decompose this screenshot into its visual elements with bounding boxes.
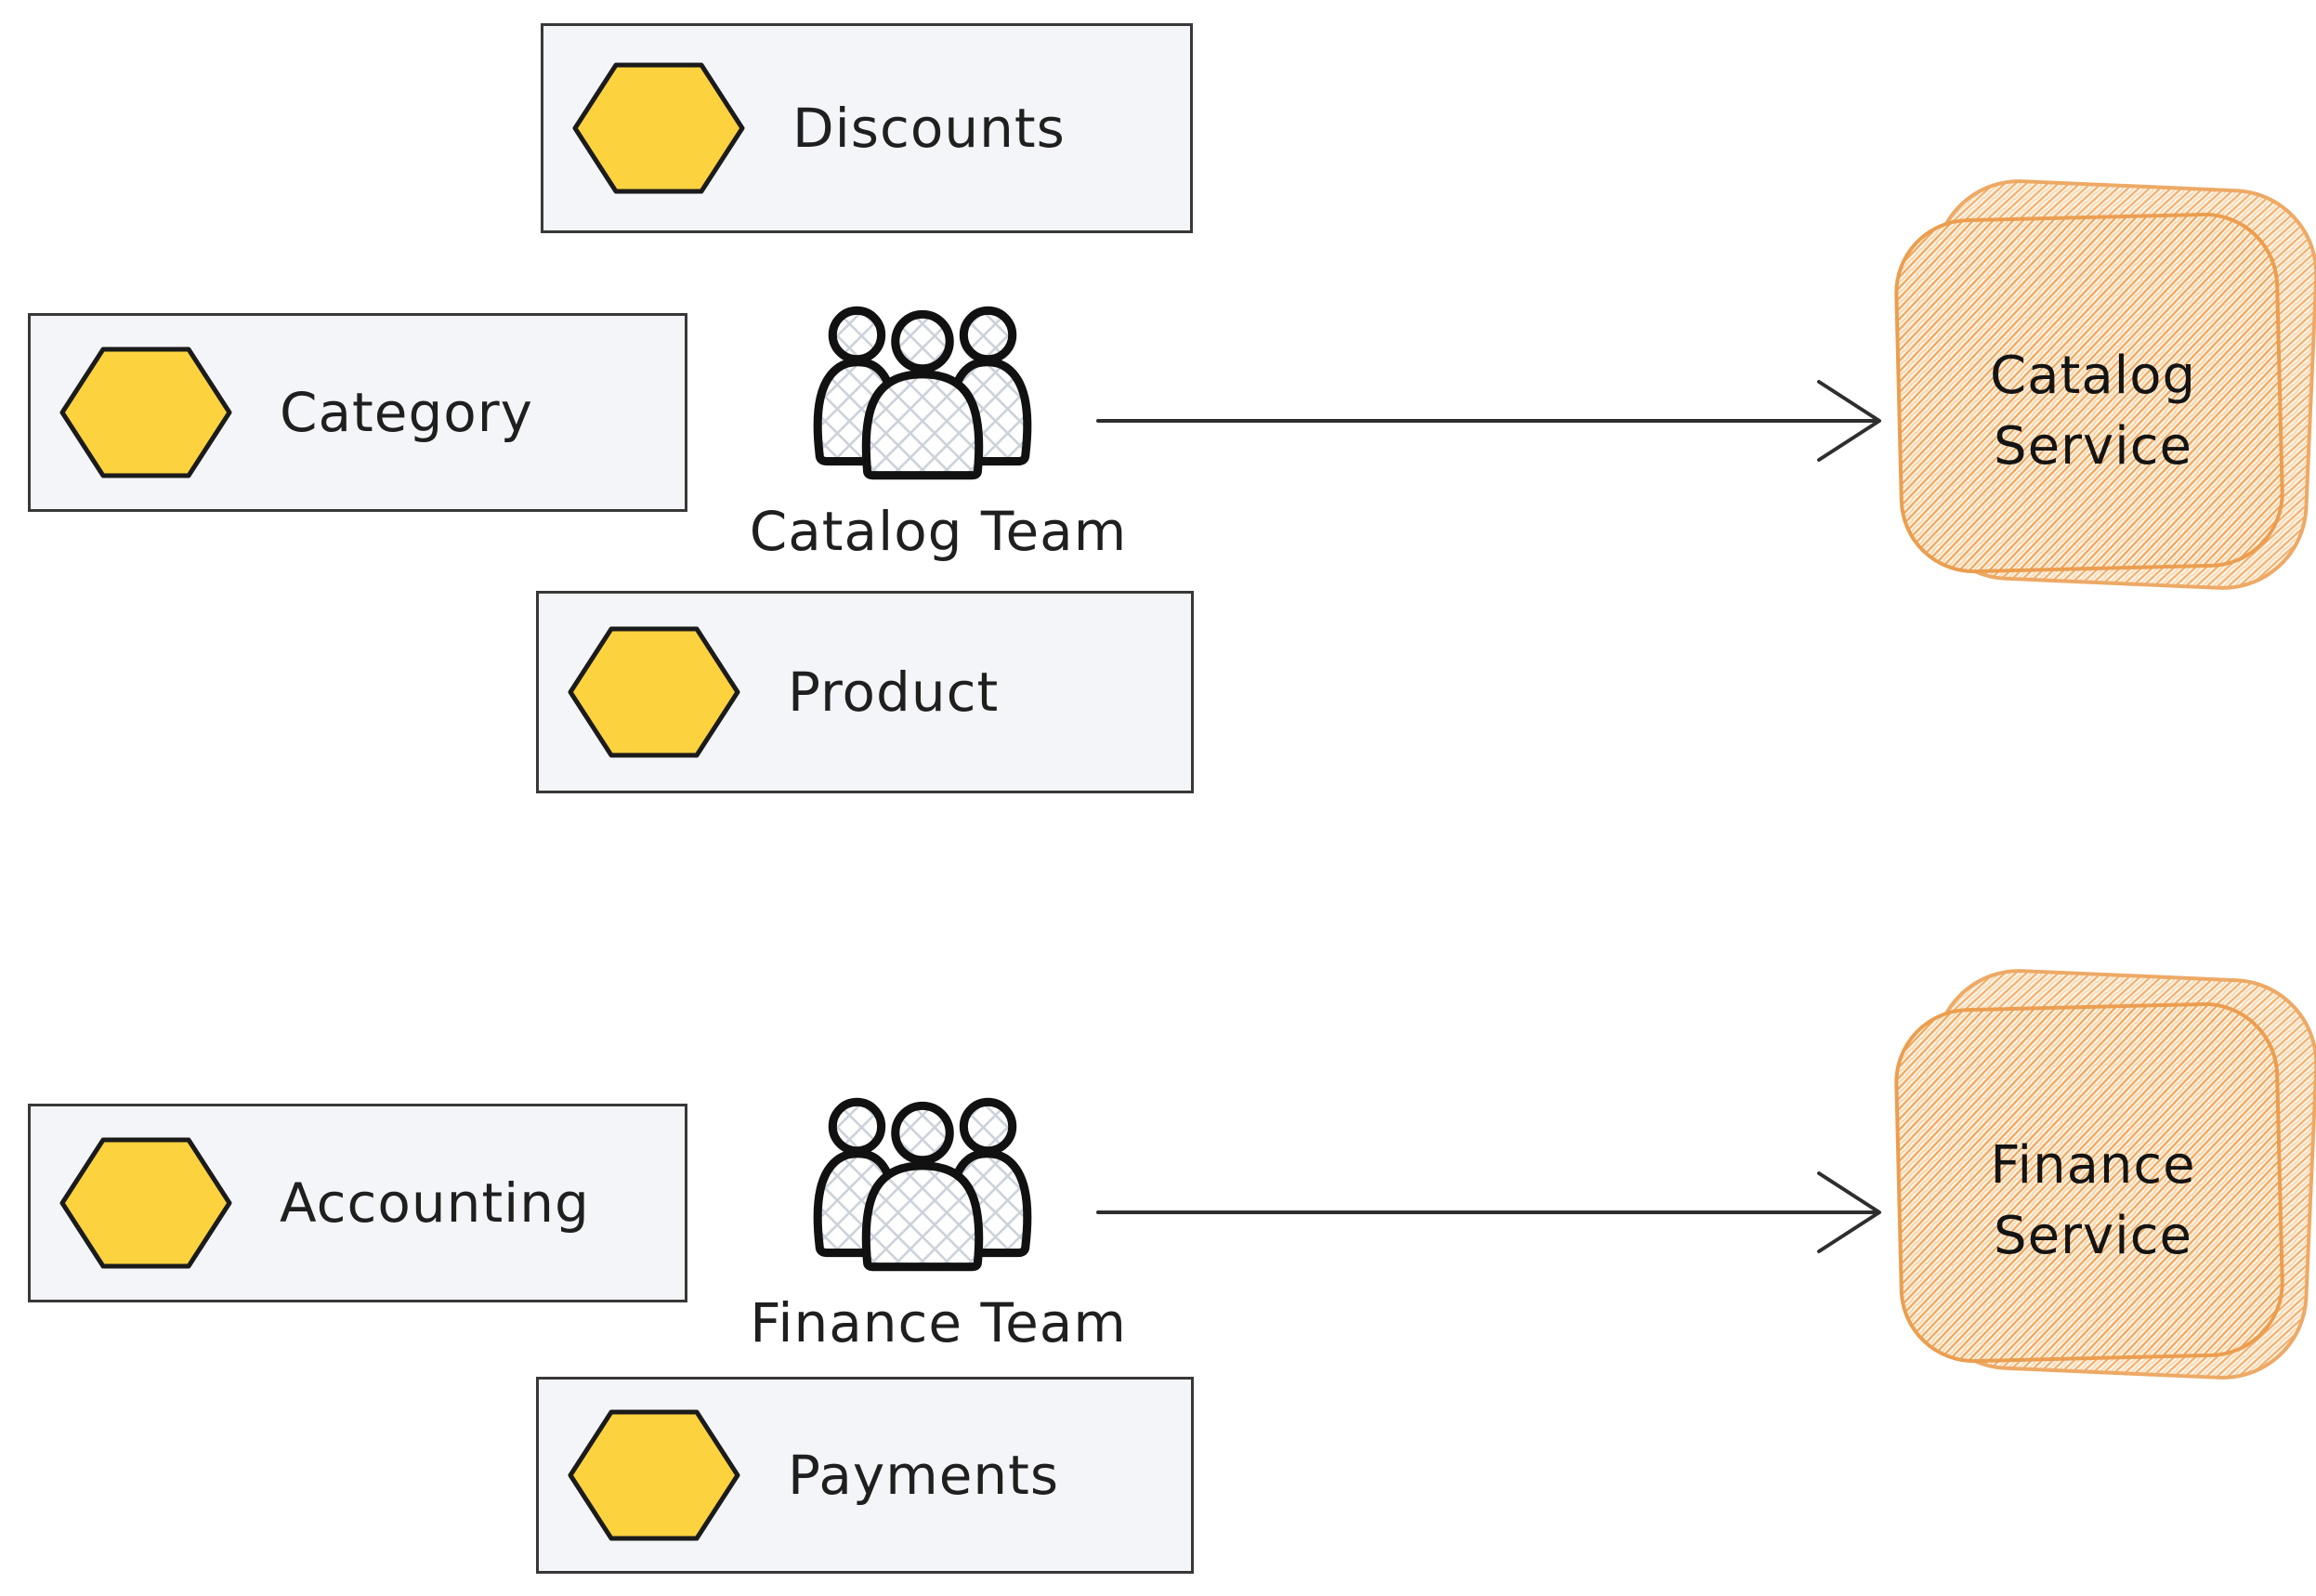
people-group-icon — [813, 306, 1032, 480]
service-card-shapes — [1894, 969, 2316, 1380]
hexagon-icon — [59, 1137, 232, 1269]
entity-box-discounts: Discounts — [541, 23, 1193, 233]
entity-label-discounts: Discounts — [792, 97, 1066, 160]
entity-box-product: Product — [536, 591, 1194, 793]
entity-label-payments: Payments — [788, 1444, 1060, 1507]
service-card-finance: Finance Service — [1884, 968, 2316, 1414]
hexagon-icon — [59, 347, 232, 478]
service-label-catalog: Catalog Service — [1989, 346, 2197, 477]
hexagon-icon — [572, 62, 745, 194]
hexagon-icon — [568, 1409, 740, 1541]
entity-box-payments: Payments — [536, 1377, 1194, 1574]
entity-box-category: Category — [28, 313, 687, 512]
service-label-finance: Finance Service — [1990, 1135, 2196, 1266]
people-group-icon — [813, 1097, 1032, 1272]
entity-label-product: Product — [788, 661, 1000, 724]
service-card-shapes — [1894, 179, 2316, 590]
entity-label-accounting: Accounting — [280, 1171, 590, 1235]
arrow-right-icon — [1096, 380, 1881, 462]
service-card-catalog: Catalog Service — [1884, 178, 2316, 624]
arrow-right-icon — [1096, 1171, 1881, 1253]
team-label-catalog: Catalog Team — [749, 500, 1128, 563]
entity-label-category: Category — [280, 381, 533, 444]
hexagon-icon — [568, 626, 740, 758]
team-label-finance: Finance Team — [750, 1291, 1127, 1354]
entity-box-accounting: Accounting — [28, 1104, 687, 1302]
